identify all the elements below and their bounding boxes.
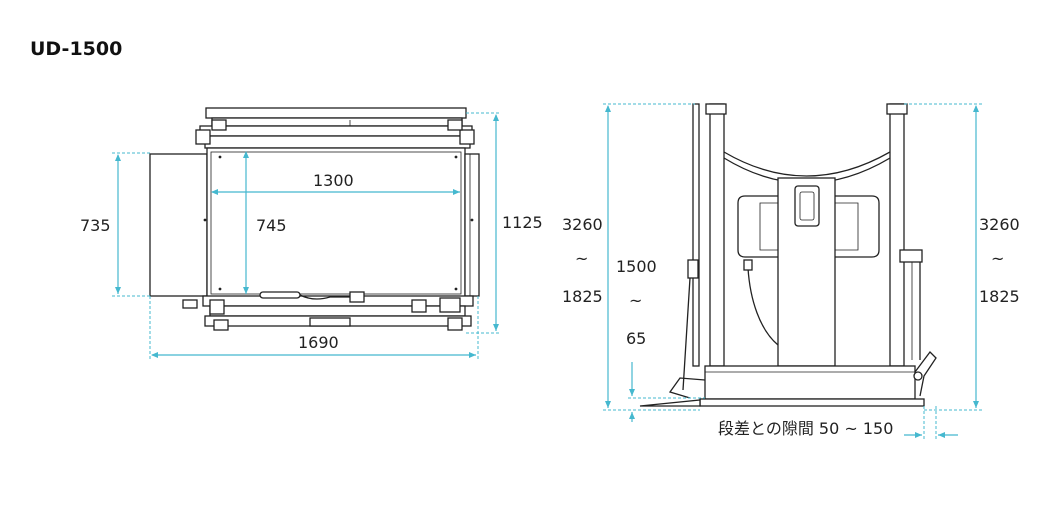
right-height-tilde: ~ <box>991 249 1004 268</box>
right-height-max-label: 3260 <box>979 215 1020 234</box>
dim-label-1300: 1300 <box>313 171 354 190</box>
lift-min-label: 65 <box>626 329 646 348</box>
left-height-tilde: ~ <box>575 249 588 268</box>
model-title: UD-1500 <box>30 38 123 60</box>
left-height-max-label: 3260 <box>562 215 603 234</box>
dim-label-745: 745 <box>256 216 287 235</box>
dim-label-1690: 1690 <box>298 333 339 352</box>
side-view-dimensions <box>603 103 982 440</box>
left-height-min-label: 1825 <box>562 287 603 306</box>
lift-max-label: 1500 <box>616 257 657 276</box>
dim-label-735: 735 <box>80 216 111 235</box>
plan-view-machine <box>149 107 480 331</box>
dim-label-1125: 1125 <box>502 213 543 232</box>
right-height-min-label: 1825 <box>979 287 1020 306</box>
lift-tilde: ~ <box>629 291 642 310</box>
plan-view-dimensions <box>112 112 500 360</box>
side-view-machine <box>639 103 937 407</box>
gap-note-label: 段差との隙間 50 ~ 150 <box>718 419 893 438</box>
